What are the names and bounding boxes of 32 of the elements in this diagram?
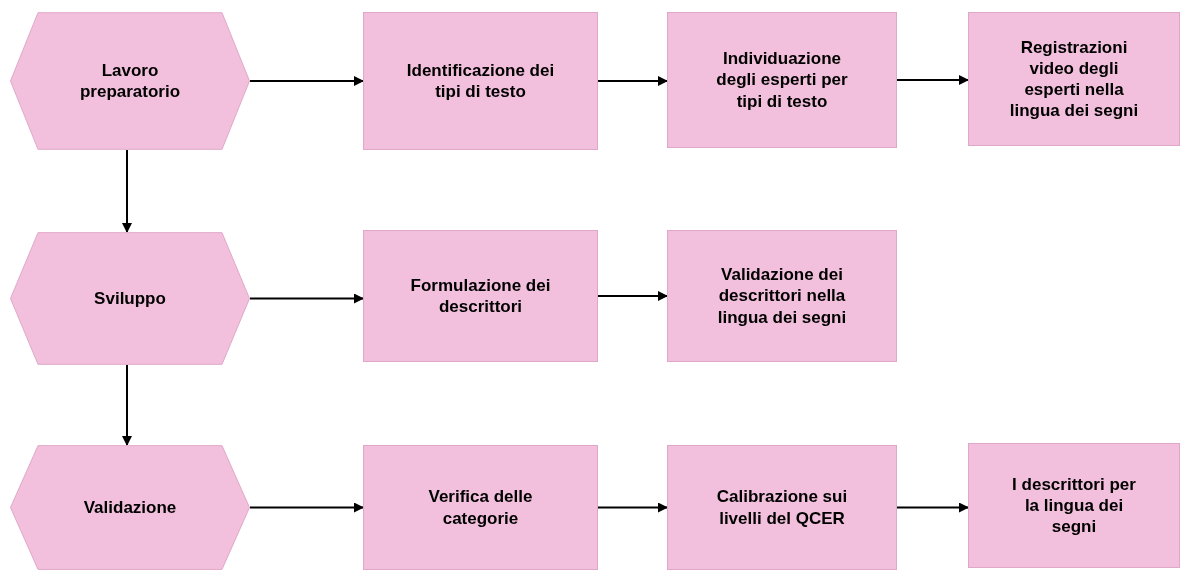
arrow <box>249 293 364 304</box>
process-box <box>667 230 897 362</box>
phase-hexagon <box>10 232 250 365</box>
phase-hexagon <box>10 445 250 570</box>
process-box <box>363 445 598 570</box>
process-box <box>363 12 598 150</box>
arrow <box>122 364 132 446</box>
step-label: Lavoro preparatorio <box>79 59 181 103</box>
arrow <box>249 76 364 86</box>
arrow <box>896 75 969 85</box>
step-label: Sviluppo <box>94 287 166 310</box>
step-label: Individuazione degli esperti per tipi di testo <box>715 48 849 112</box>
process-box <box>363 230 598 362</box>
arrow <box>249 502 364 513</box>
step-label: I descrittori per la lingua dei segni <box>1011 473 1137 538</box>
process-box <box>667 445 897 570</box>
phase-hexagon <box>10 12 250 150</box>
step-label: Registrazioni video degli esperti nella lingua dei segni <box>1009 36 1139 122</box>
step-label: Identificazione dei tipi di testo <box>405 59 556 103</box>
process-box <box>968 12 1180 146</box>
arrow <box>597 502 668 513</box>
step-label: Calibrazione sui livelli del QCER <box>715 486 849 529</box>
arrow <box>597 291 668 301</box>
arrow <box>896 502 969 513</box>
process-box <box>667 12 897 148</box>
step-label: Validazione <box>83 496 177 519</box>
step-label: Validazione dei descrittori nella lingua dei segni <box>716 264 848 328</box>
step-label: Verifica delle categorie <box>427 486 534 529</box>
arrow <box>122 149 132 233</box>
process-box <box>968 443 1180 568</box>
step-label: Formulazione dei descrittori <box>409 274 552 318</box>
arrow <box>597 76 668 86</box>
